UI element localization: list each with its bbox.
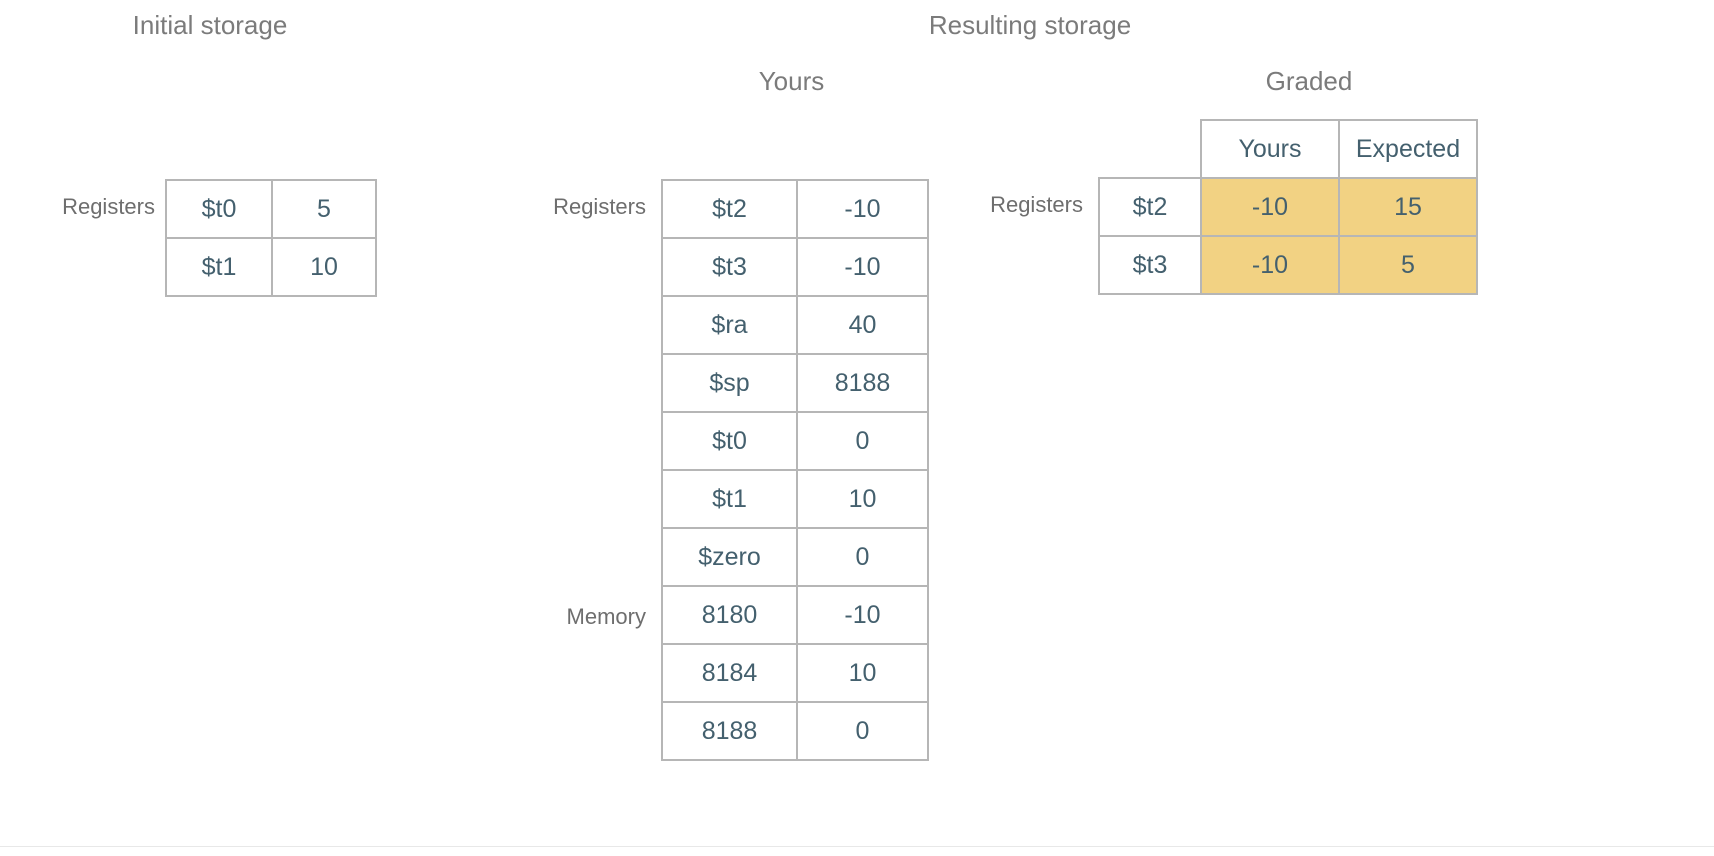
- memory-address-cell: 8184: [661, 643, 798, 703]
- table-row: $t3 -10 5: [1098, 235, 1478, 295]
- table-row: $zero 0: [661, 527, 929, 587]
- memory-address-cell: 8188: [661, 701, 798, 761]
- table-row: 8180 -10: [661, 585, 929, 645]
- register-name-cell: $t3: [1098, 235, 1202, 295]
- graded-header-row: Yours Expected: [1099, 119, 1478, 179]
- yours-section-heading: Yours: [758, 66, 825, 96]
- graded-yours-value-cell: -10: [1200, 177, 1340, 237]
- register-name-cell: $zero: [661, 527, 798, 587]
- register-name-cell: $ra: [661, 295, 798, 355]
- graded-storage-table: Yours Expected $t2 -10 15 $t3 -10 5: [1098, 119, 1478, 295]
- graded-column-header-yours: Yours: [1200, 119, 1340, 179]
- register-name-cell: $t0: [661, 411, 798, 471]
- yours-registers-label: Registers: [553, 194, 646, 219]
- bottom-divider: [0, 846, 1714, 847]
- register-name-cell: $sp: [661, 353, 798, 413]
- register-value-cell: 10: [271, 237, 377, 297]
- register-name-cell: $t1: [661, 469, 798, 529]
- table-row: $sp 8188: [661, 353, 929, 413]
- register-name-cell: $t2: [1098, 177, 1202, 237]
- memory-value-cell: 10: [796, 643, 929, 703]
- initial-storage-heading: Initial storage: [132, 10, 288, 40]
- register-value-cell: 40: [796, 295, 929, 355]
- memory-address-cell: 8180: [661, 585, 798, 645]
- table-row: $t2 -10: [661, 179, 929, 239]
- graded-registers-label: Registers: [990, 192, 1083, 217]
- register-value-cell: 0: [796, 411, 929, 471]
- table-row: $ra 40: [661, 295, 929, 355]
- memory-value-cell: -10: [796, 585, 929, 645]
- table-row: $t1 10: [165, 237, 377, 297]
- register-value-cell: -10: [796, 237, 929, 297]
- graded-corner-cell: [1099, 120, 1201, 178]
- table-row: $t1 10: [661, 469, 929, 529]
- yours-memory-label: Memory: [566, 604, 646, 629]
- table-row: $t0 5: [165, 179, 377, 239]
- graded-section-heading: Graded: [1265, 66, 1353, 96]
- table-row: $t3 -10: [661, 237, 929, 297]
- graded-expected-value-cell: 15: [1338, 177, 1478, 237]
- register-name-cell: $t0: [165, 179, 273, 239]
- register-value-cell: -10: [796, 179, 929, 239]
- table-row: 8184 10: [661, 643, 929, 703]
- table-row: 8188 0: [661, 701, 929, 761]
- table-row: $t2 -10 15: [1098, 177, 1478, 237]
- initial-storage-table: $t0 5 $t1 10: [165, 179, 377, 297]
- graded-column-header-expected: Expected: [1338, 119, 1478, 179]
- table-row: $t0 0: [661, 411, 929, 471]
- yours-storage-table: $t2 -10 $t3 -10 $ra 40 $sp 8188 $t0 0 $t…: [661, 179, 929, 761]
- memory-value-cell: 0: [796, 701, 929, 761]
- register-value-cell: 5: [271, 179, 377, 239]
- graded-yours-value-cell: -10: [1200, 235, 1340, 295]
- register-name-cell: $t2: [661, 179, 798, 239]
- resulting-storage-heading: Resulting storage: [928, 10, 1132, 40]
- register-value-cell: 0: [796, 527, 929, 587]
- register-value-cell: 10: [796, 469, 929, 529]
- register-name-cell: $t1: [165, 237, 273, 297]
- register-value-cell: 8188: [796, 353, 929, 413]
- initial-registers-label: Registers: [62, 194, 155, 219]
- graded-expected-value-cell: 5: [1338, 235, 1478, 295]
- register-name-cell: $t3: [661, 237, 798, 297]
